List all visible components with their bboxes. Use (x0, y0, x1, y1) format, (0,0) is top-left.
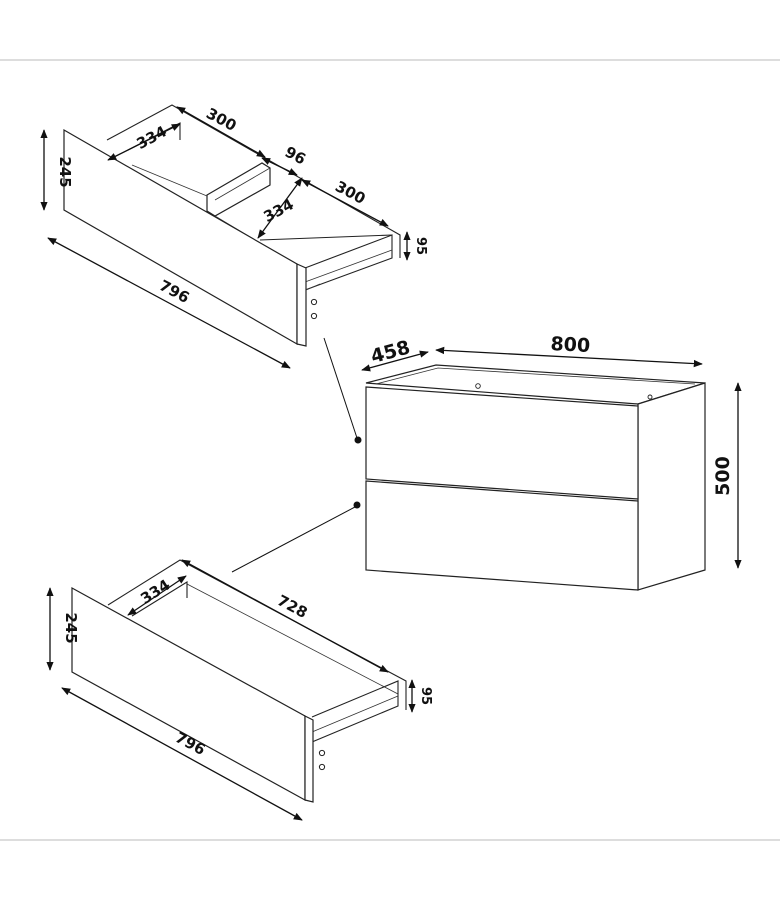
cabinet-width-dim (435, 346, 703, 368)
lower-drawer-inner-width-dim (181, 559, 389, 673)
upper-drawer-width-left-dim (176, 106, 266, 158)
lower-drawer-front-width-dim (61, 687, 303, 821)
upper-drawer-width-right-label: 300 (332, 177, 368, 208)
upper-drawer-divider-top (214, 167, 271, 201)
upper-drawer-front-lip (305, 283, 321, 291)
upper-drawer: 245 796 334 300 96 334 300 95 (40, 104, 428, 369)
cabinet-top-inner (375, 367, 696, 385)
lower-drawer-height-label: 245 (62, 612, 80, 643)
lower-drawer-side-right (311, 680, 399, 743)
upper-drawer-depth-left-dim (107, 123, 181, 161)
cabinet-height-label: 500 (712, 456, 734, 496)
cabinet-side-hole (647, 394, 653, 400)
lower-drawer-inner-floor-right (311, 695, 399, 733)
lower-drawer-leader-dot (353, 501, 361, 509)
upper-drawer-leader-line (323, 337, 358, 439)
upper-drawer-width-right-dim (301, 179, 389, 227)
lower-drawer: 245 796 334 728 95 (46, 559, 433, 821)
lower-drawer-depth-label: 334 (137, 576, 173, 608)
upper-drawer-width-left-label: 300 (203, 104, 239, 135)
upper-drawer-depth-right-label: 334 (261, 195, 297, 226)
upper-drawer-inner-floor-right (304, 249, 393, 283)
upper-drawer-leader-dot (354, 436, 362, 444)
cabinet: 458 800 500 (361, 333, 742, 591)
upper-drawer-left-floor (131, 164, 208, 197)
cabinet-back-hole (475, 383, 481, 389)
lower-drawer-front-edge (304, 715, 314, 803)
cabinet-depth-dim (361, 350, 429, 372)
cabinet-depth-label: 458 (368, 336, 412, 368)
upper-drawer-gap-label: 96 (282, 143, 309, 169)
lower-drawer-front-panel (71, 586, 306, 802)
upper-drawer-front-panel (63, 128, 298, 346)
upper-drawer-front-width-dim (47, 237, 291, 369)
cabinet-width-label: 800 (550, 333, 591, 357)
upper-drawer-gap-dim (261, 157, 298, 176)
upper-drawer-side-right (304, 234, 393, 291)
lower-drawer-inner-width-label: 728 (274, 591, 310, 622)
lower-drawer-leader-line (231, 506, 356, 573)
cabinet-drawer-front-bottom (365, 480, 639, 591)
lower-drawer-screw-hole-1 (318, 749, 326, 757)
lower-drawer-depth-dim (127, 575, 187, 616)
upper-drawer-screw-hole-1 (310, 298, 318, 306)
cabinet-drawer-front-top (365, 386, 639, 500)
lower-drawer-screw-hole-2 (318, 763, 326, 771)
cabinet-side-panel (637, 382, 706, 591)
upper-drawer-side-right-top (259, 234, 393, 241)
upper-drawer-screw-hole-2 (310, 312, 318, 320)
upper-drawer-divider (206, 162, 271, 217)
lower-drawer-inner-height-label: 95 (418, 687, 433, 705)
upper-drawer-depth-right-dim (257, 177, 303, 239)
upper-drawer-front-edge (296, 263, 307, 347)
upper-drawer-height-label: 245 (56, 156, 74, 187)
upper-drawer-inner-height-label: 95 (413, 237, 428, 255)
upper-drawer-depth-left-label: 334 (134, 122, 170, 153)
